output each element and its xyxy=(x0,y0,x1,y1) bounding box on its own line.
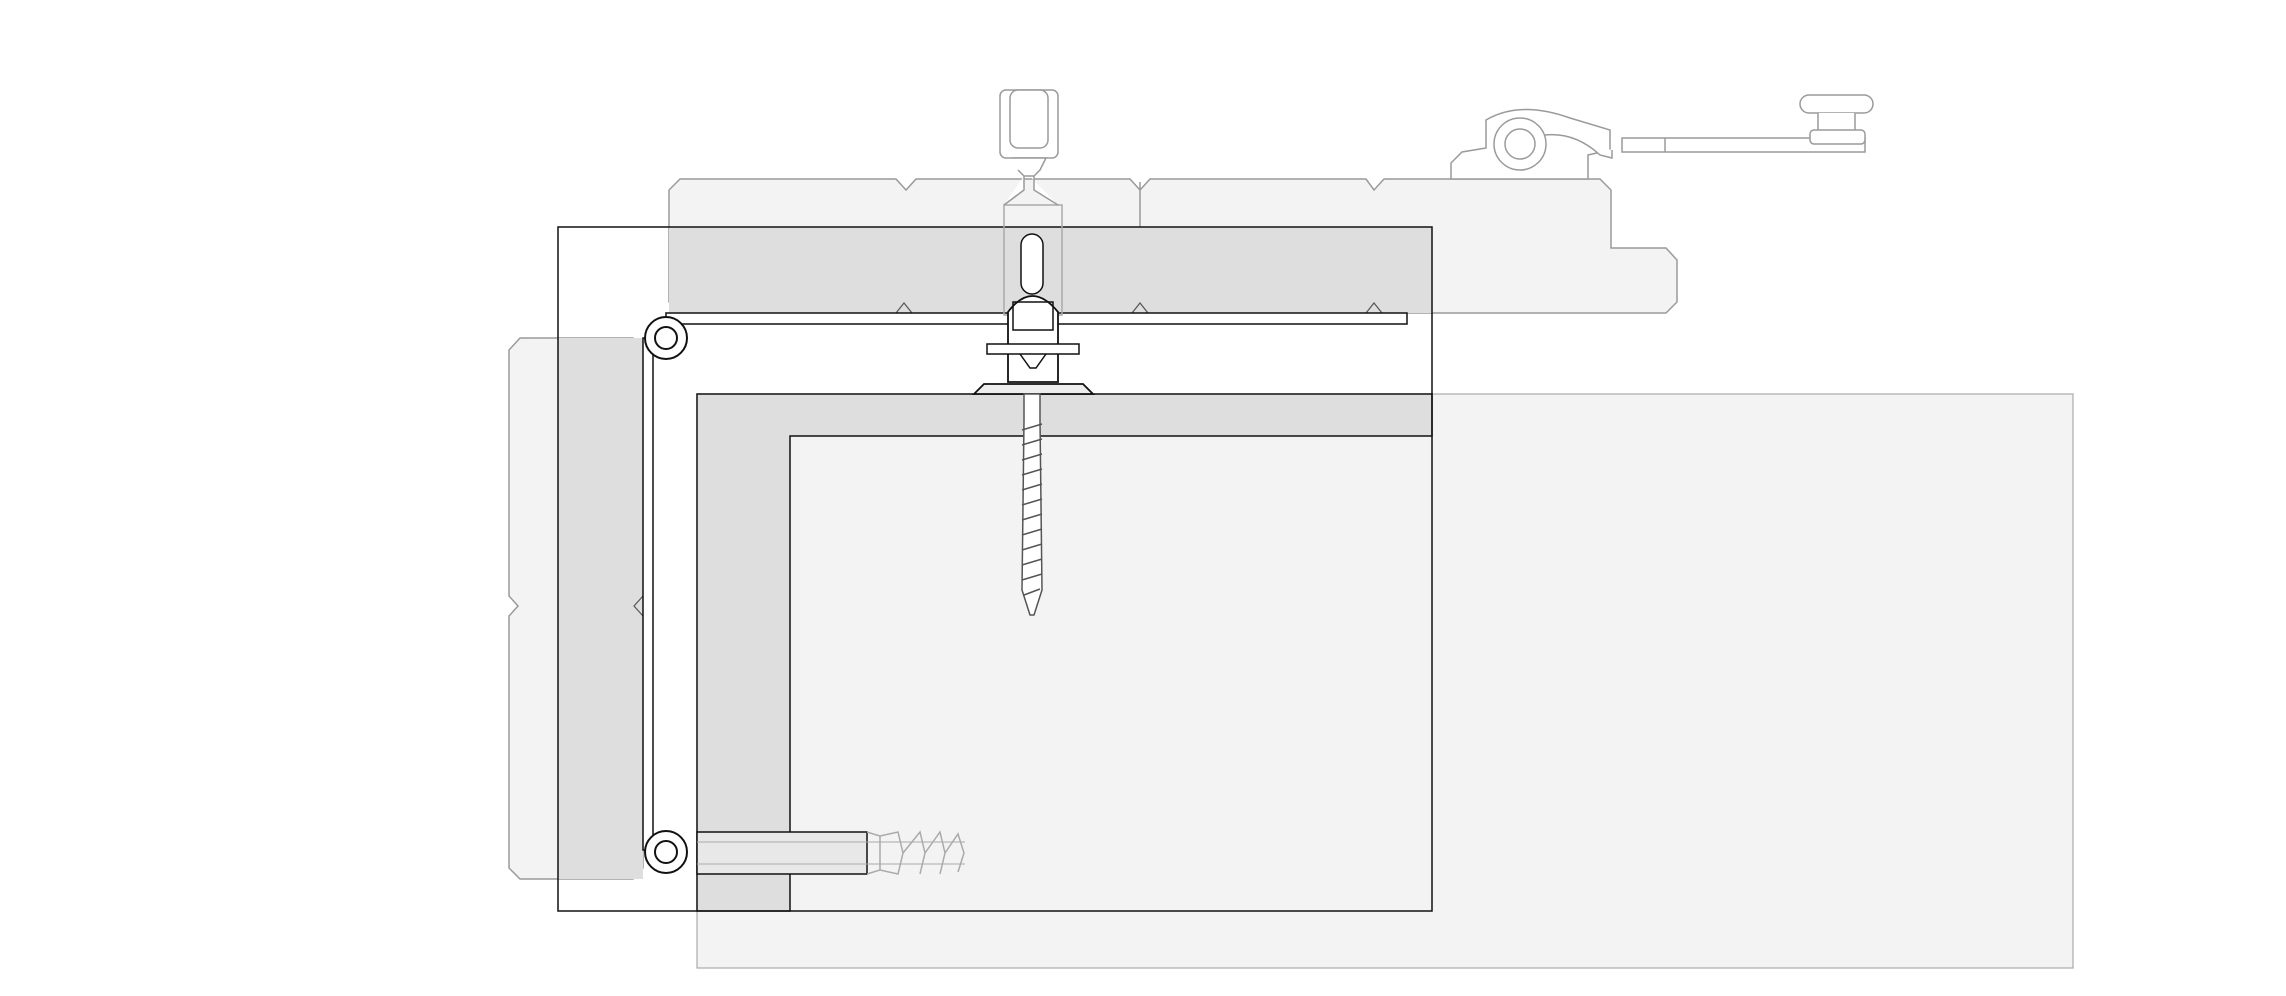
top-clip xyxy=(999,89,1059,206)
mounting-bracket xyxy=(971,204,1096,395)
wall-anchor-dowel xyxy=(696,830,965,875)
hinge-eye-bottom xyxy=(644,830,688,874)
wall-block xyxy=(696,393,2074,969)
wood-screw xyxy=(1021,393,1043,616)
hinge-eye-top xyxy=(644,316,688,360)
groove-marks xyxy=(633,302,1383,617)
outer-frame xyxy=(557,226,1433,912)
top-panel-section xyxy=(669,227,1432,313)
left-panel-section xyxy=(558,338,643,879)
toggle-latch xyxy=(1450,94,1874,180)
